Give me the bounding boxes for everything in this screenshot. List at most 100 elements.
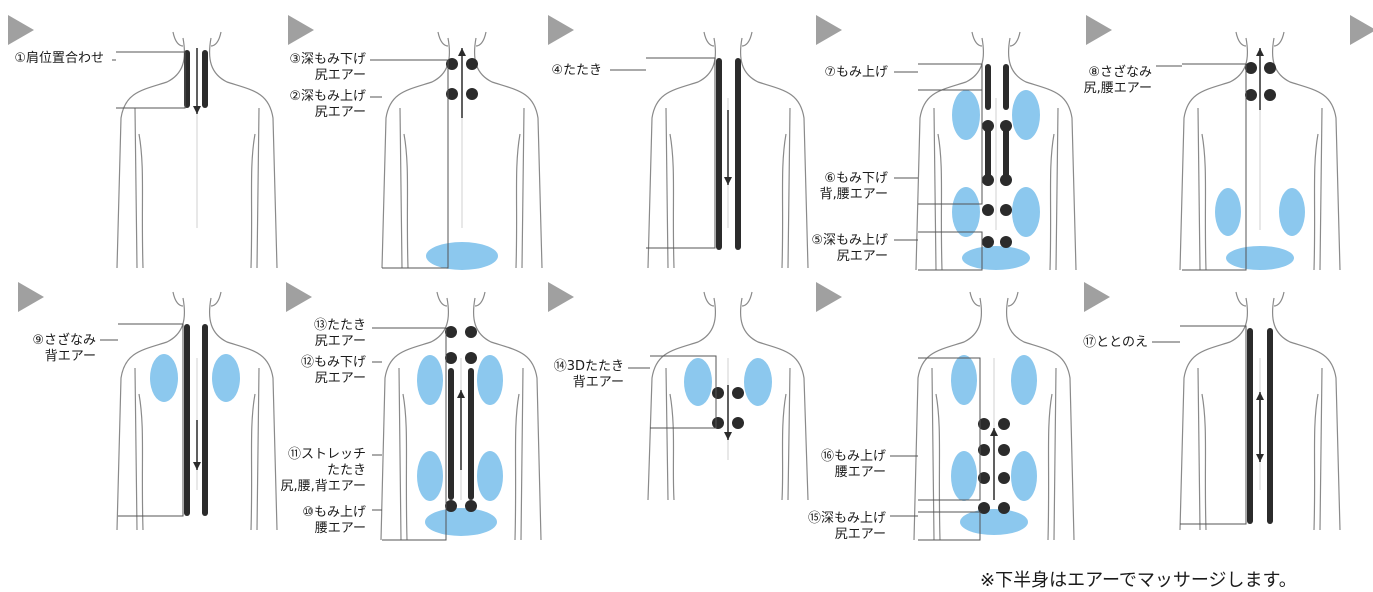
roller-dot-icon xyxy=(1245,89,1257,101)
step-label: ⑧さざなみ尻,腰エアー xyxy=(1084,64,1152,96)
step-label-line: ④たたき xyxy=(551,63,602,78)
step-label-line: 背エアー xyxy=(45,349,96,364)
arrow-icon xyxy=(1256,392,1264,400)
panel-7: ⑬たたき尻エアー⑫もみ下げ尻エアー⑪ストレッチたたき尻,腰,背エアー⑩もみ上げ腰… xyxy=(281,292,542,540)
step-label-line: 尻エアー xyxy=(837,249,888,264)
roller-dot-icon xyxy=(1245,62,1257,74)
panel-5: ⑧さざなみ尻,腰エアー xyxy=(1084,32,1340,270)
roller-bar xyxy=(184,324,190,516)
roller-dot-icon xyxy=(1000,204,1012,216)
panel-9: ⑯もみ上げ腰エアー ⑮深もみ上げ尻エアー xyxy=(808,292,1074,542)
step-label-line: 腰エアー xyxy=(835,465,886,480)
step-label-line: 尻,腰エアー xyxy=(1084,81,1152,96)
roller-dot-icon xyxy=(982,236,994,248)
roller-dot-icon xyxy=(445,500,457,512)
air-bag-icon xyxy=(426,242,498,270)
air-bag-icon xyxy=(1011,355,1037,405)
roller-dot-icon xyxy=(732,417,744,429)
bracket-line xyxy=(116,52,185,108)
step-label: ⑯もみ上げ腰エアー xyxy=(821,449,886,480)
air-bag-icon xyxy=(951,451,977,501)
play-icon xyxy=(1084,282,1110,312)
bracket-line xyxy=(382,60,448,268)
panel-6: ⑨さざなみ背エアー xyxy=(32,292,277,530)
step-label-line: ⑫もみ下げ xyxy=(301,355,366,370)
air-bag-icon xyxy=(150,354,178,402)
roller-dot-icon xyxy=(1000,236,1012,248)
roller-bar xyxy=(1003,64,1009,110)
step-label-line: ⑮深もみ上げ xyxy=(808,511,886,526)
step-label: ③深もみ下げ尻エアー xyxy=(289,52,366,83)
step-label-line: ⑬たたき xyxy=(314,318,366,333)
play-icon xyxy=(548,15,574,45)
panel-8: ⑭3Dたたき背エアー xyxy=(554,292,808,500)
step-label: ⑥もみ下げ背,腰エアー xyxy=(820,171,888,202)
panel-3: ④たたき xyxy=(551,32,808,268)
arrow-icon xyxy=(457,390,465,398)
step-label: ②深もみ上げ尻エアー xyxy=(289,89,366,120)
step-label-line: 尻エアー xyxy=(835,527,886,542)
step-label: ⑬たたき尻エアー xyxy=(314,318,366,349)
air-bag-icon xyxy=(477,451,503,501)
roller-dot-icon xyxy=(998,472,1010,484)
step-label-line: 腰エアー xyxy=(315,521,366,536)
roller-dot-icon xyxy=(466,88,478,100)
roller-bar xyxy=(448,368,454,500)
air-bag-icon xyxy=(951,355,977,405)
air-bag-icon xyxy=(744,358,772,406)
roller-dot-icon xyxy=(465,326,477,338)
roller-bar xyxy=(1267,328,1273,524)
roller-dot-icon xyxy=(465,352,477,364)
bracket-line xyxy=(918,64,982,90)
play-icon xyxy=(816,15,842,45)
step-label-line: ③深もみ下げ xyxy=(289,52,366,67)
step-label-line: ⑰ととのえ xyxy=(1083,335,1148,350)
roller-dot-icon xyxy=(998,444,1010,456)
step-label: ⑰ととのえ xyxy=(1083,335,1148,350)
roller-bar xyxy=(735,58,741,250)
roller-bar xyxy=(985,64,991,110)
roller-dot-icon xyxy=(732,387,744,399)
roller-bar xyxy=(716,58,722,250)
roller-dot-icon xyxy=(712,417,724,429)
roller-bar xyxy=(202,50,208,108)
roller-bar xyxy=(202,324,208,516)
roller-dot-icon xyxy=(982,204,994,216)
step-label: ⑨さざなみ背エアー xyxy=(32,332,96,364)
step-label: ⑩もみ上げ腰エアー xyxy=(302,505,366,536)
step-label: ⑮深もみ上げ尻エアー xyxy=(808,511,886,542)
air-bag-icon xyxy=(952,90,980,140)
roller-dot-icon xyxy=(445,326,457,338)
bracket-line xyxy=(646,58,715,248)
roller-dot-icon xyxy=(998,502,1010,514)
air-bag-icon xyxy=(962,246,1030,270)
step-label-line: ①肩位置合わせ xyxy=(14,50,104,66)
play-icon xyxy=(816,282,842,312)
roller-dot-icon xyxy=(1264,89,1276,101)
arrow-icon xyxy=(1256,48,1264,56)
air-bag-icon xyxy=(960,509,1028,535)
arrow-icon xyxy=(193,106,201,114)
roller-dot-icon xyxy=(466,58,478,70)
air-bag-icon xyxy=(952,187,980,237)
air-bag-icon xyxy=(1012,187,1040,237)
step-label-line: ⑥もみ下げ xyxy=(824,171,888,186)
bracket-line xyxy=(1180,326,1246,524)
air-bag-icon xyxy=(684,358,712,406)
step-label-line: ⑯もみ上げ xyxy=(821,449,886,464)
step-label-line: 尻エアー xyxy=(315,68,366,83)
play-icon xyxy=(286,282,312,312)
roller-dot-icon xyxy=(982,120,994,132)
arrow-icon xyxy=(724,432,732,440)
step-label: ①肩位置合わせ xyxy=(14,50,104,66)
step-label-line: ⑧さざなみ xyxy=(1088,64,1152,80)
play-icon xyxy=(1086,15,1112,45)
step-label-line: たたき xyxy=(327,463,366,478)
roller-dot-icon xyxy=(1000,174,1012,186)
step-label-line: ⑦もみ上げ xyxy=(824,65,888,80)
step-label: ⑪ストレッチたたき尻,腰,背エアー xyxy=(281,447,367,494)
step-label-line: ⑭3Dたたき xyxy=(554,359,624,374)
air-bag-icon xyxy=(1012,90,1040,140)
